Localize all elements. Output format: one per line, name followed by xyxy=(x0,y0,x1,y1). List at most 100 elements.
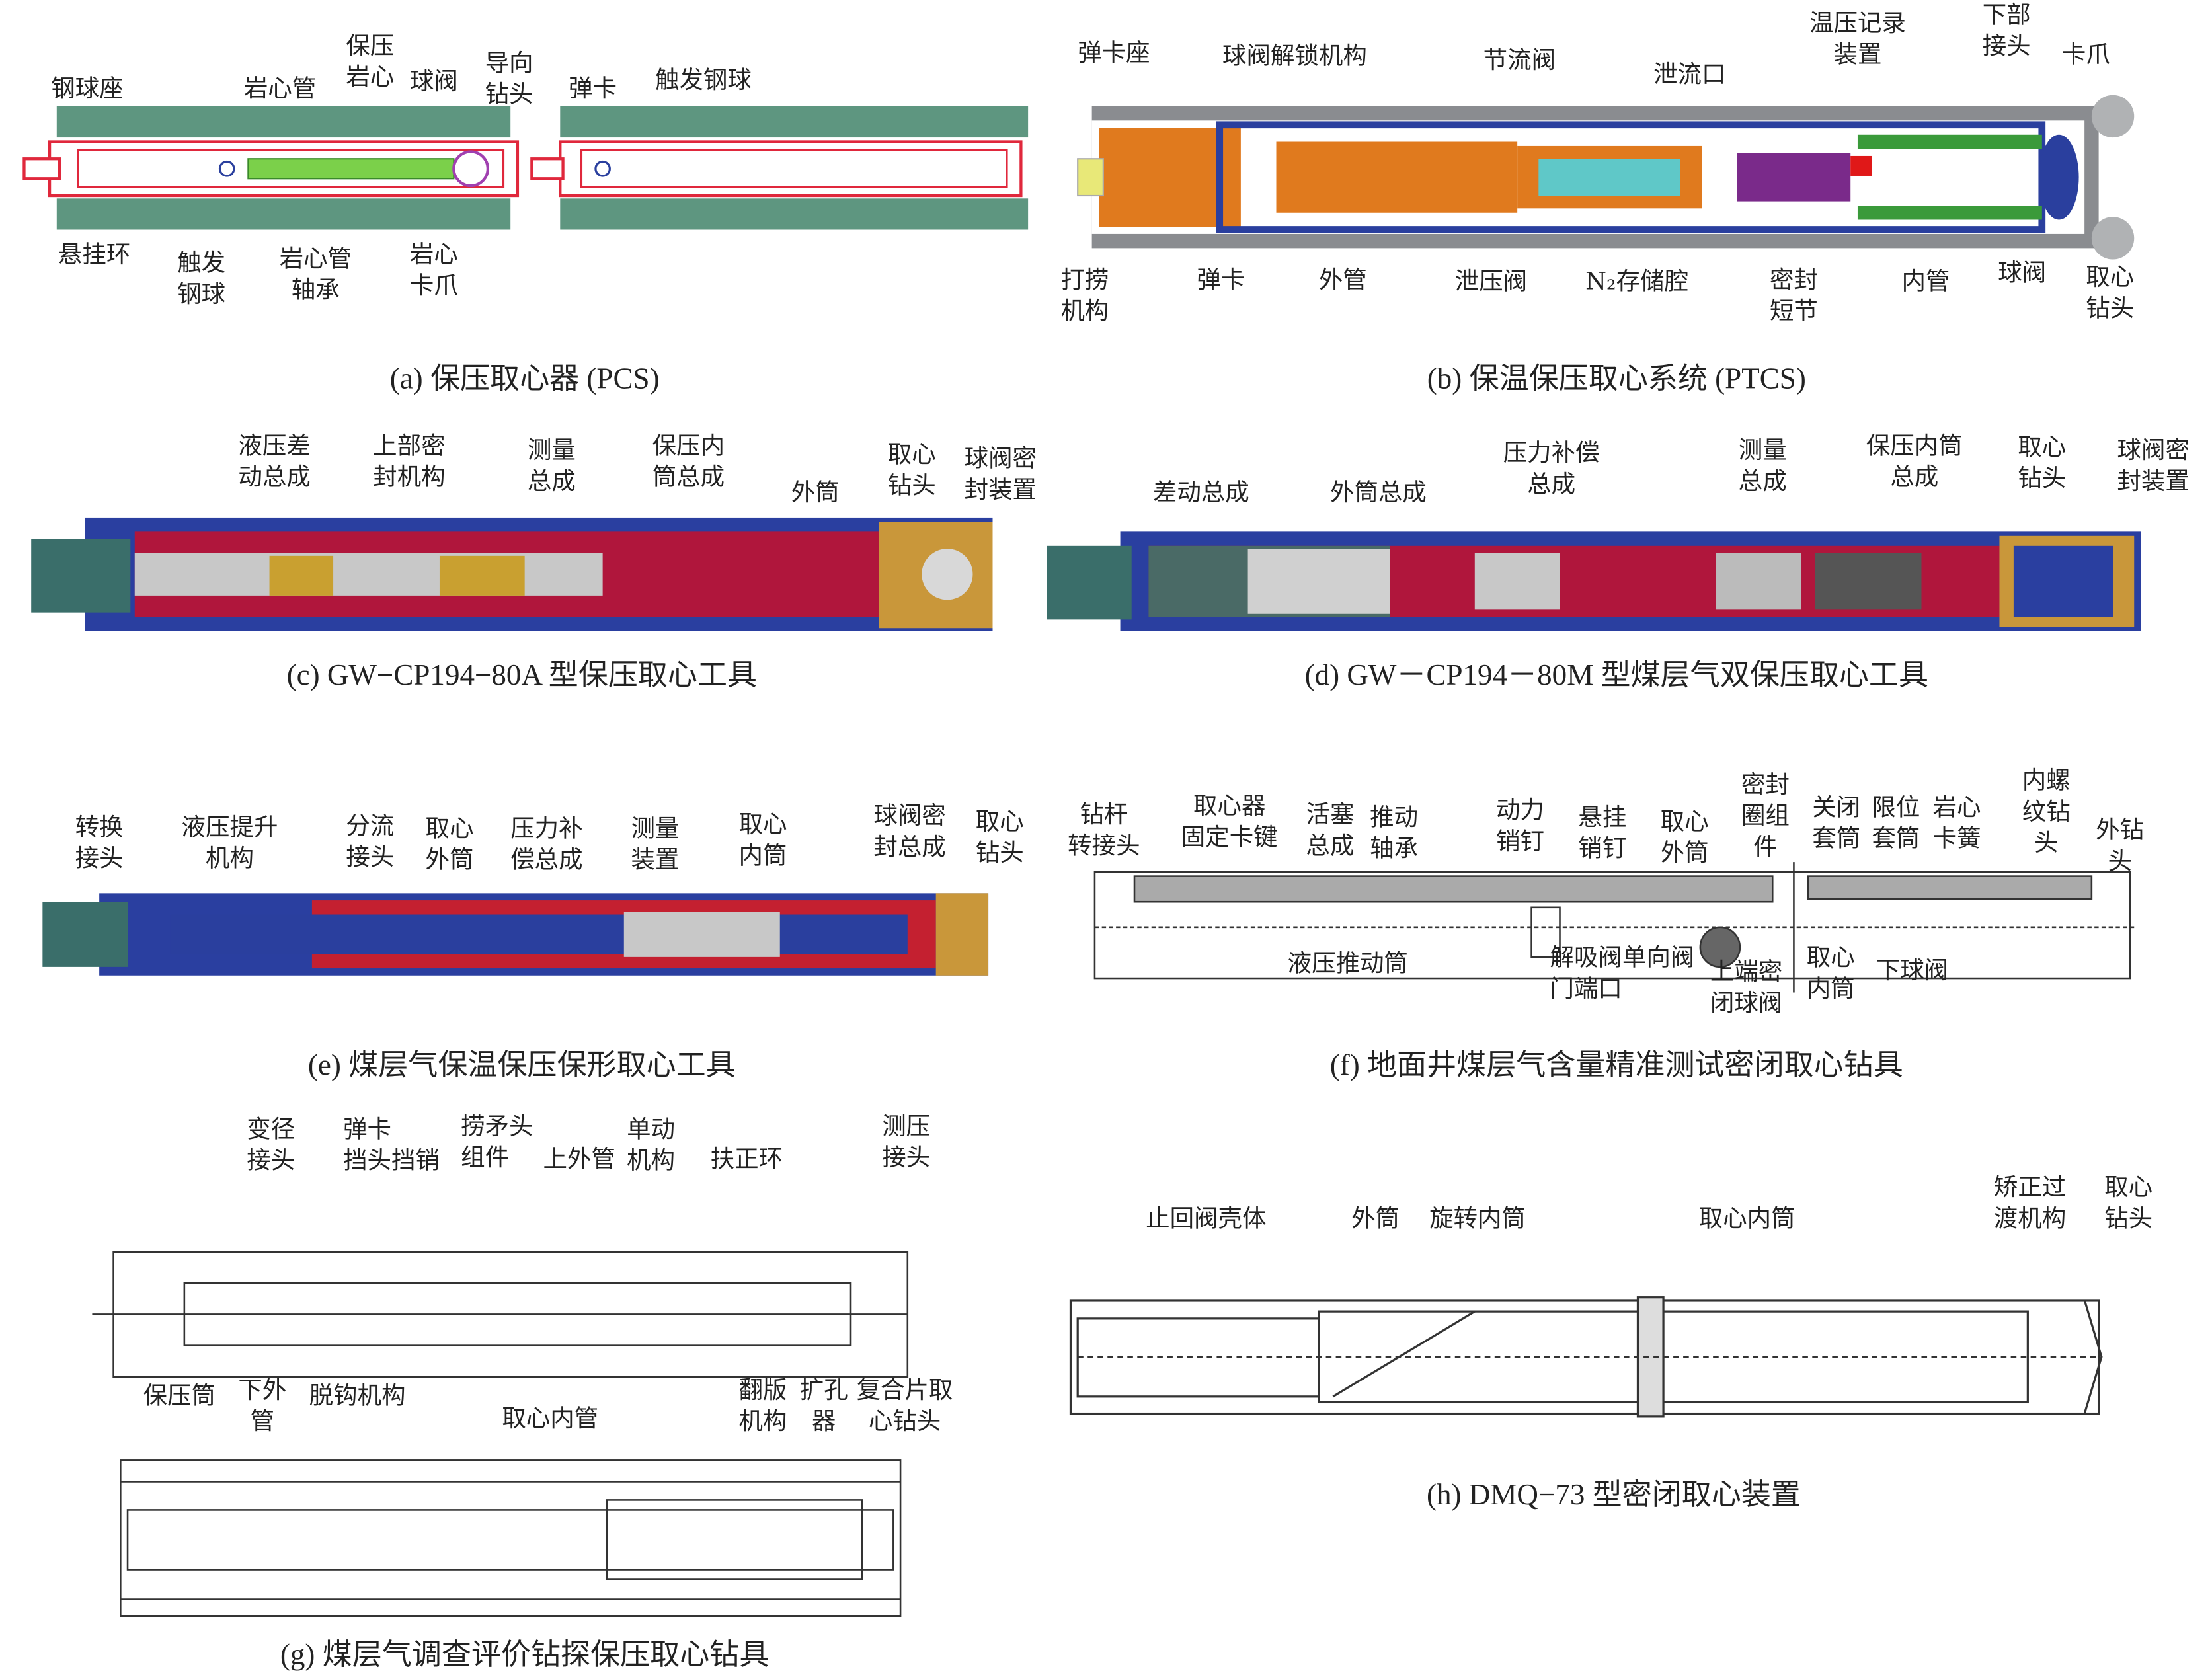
label: 取心内管 xyxy=(502,1405,599,1434)
label: 触发 钢球 xyxy=(177,249,226,309)
label: 弹卡 xyxy=(1197,266,1245,295)
label: 关闭 套筒 xyxy=(1812,794,1861,854)
caption-d: (d) GW－CP194－80M 型煤层气双保压取心工具 xyxy=(1304,658,1929,692)
panel-c-drawing xyxy=(31,517,993,631)
panel-b-drawing xyxy=(1077,95,2135,260)
label: 温压记录 装置 xyxy=(1809,10,1906,70)
label: 解吸阀单向阀 门端口 xyxy=(1550,944,1695,1004)
panel-a-drawing xyxy=(22,106,1029,230)
label: 球阀密 封装置 xyxy=(964,445,1037,505)
label: 变径 接头 xyxy=(247,1116,296,1176)
label: 取心 钻头 xyxy=(975,808,1024,868)
label: 扶正环 xyxy=(710,1146,783,1175)
label: 液压提升 机构 xyxy=(181,814,278,874)
label: 单动 机构 xyxy=(627,1116,676,1176)
caption-a: (a) 保压取心器 (PCS) xyxy=(389,361,660,396)
label: 测压 接头 xyxy=(882,1112,931,1173)
label: 保压筒 xyxy=(143,1382,216,1411)
label: 取心 钻头 xyxy=(887,441,936,501)
label: 转换 接头 xyxy=(75,814,124,874)
label: 取心 外筒 xyxy=(1660,808,1709,868)
label: 泄流口 xyxy=(1653,61,1726,90)
label: 泄压阀 xyxy=(1454,268,1528,297)
label: 矫正过 渡机构 xyxy=(1993,1174,2067,1234)
panel-e-drawing xyxy=(42,893,989,976)
caption-g: (g) 煤层气调查评价钻探保压取心钻具 xyxy=(280,1637,770,1672)
label: 悬挂环 xyxy=(58,241,131,270)
label: 压力补偿 总成 xyxy=(1503,439,1600,500)
caption-b: (b) 保温保压取心系统 (PTCS) xyxy=(1427,361,1806,396)
label: 限位 套筒 xyxy=(1872,794,1920,854)
label: 岩心 卡簧 xyxy=(1932,794,1981,854)
label: 导向 钻头 xyxy=(485,50,533,110)
panel-h-drawing xyxy=(1069,1296,2103,1418)
label: 岩心管 xyxy=(243,75,317,104)
label: 差动总成 xyxy=(1152,479,1249,508)
label: 下部 接头 xyxy=(1982,1,2031,61)
label: 液压差 动总成 xyxy=(238,432,311,492)
label: 弹卡 xyxy=(569,75,617,104)
label: 活塞 总成 xyxy=(1306,800,1355,861)
label: 测量 总成 xyxy=(527,436,576,496)
label: 保压内筒 总成 xyxy=(1866,432,1963,492)
label: 打捞 机构 xyxy=(1060,266,1109,327)
label: 测量 总成 xyxy=(1738,436,1787,496)
label: 密封 圈组 件 xyxy=(1741,771,1790,863)
label: 液压推动筒 xyxy=(1287,950,1408,979)
label: 捞矛头 组件 xyxy=(461,1112,533,1173)
label: 球阀密 封总成 xyxy=(873,802,946,863)
label: 外管 xyxy=(1318,266,1367,295)
label: 触发钢球 xyxy=(654,66,752,95)
label: N₂存储腔 xyxy=(1585,268,1689,297)
label: 旋转内筒 xyxy=(1429,1205,1526,1234)
label: 下球阀 xyxy=(1876,956,1949,986)
panel-d-drawing xyxy=(1047,531,2141,631)
label: 取心 钻头 xyxy=(2086,263,2135,324)
label: 弹卡 挡头挡销 xyxy=(343,1116,440,1176)
label: 止回阀壳体 xyxy=(1146,1205,1267,1234)
label: 翻版 机构 xyxy=(738,1376,787,1436)
label: 保压 岩心 xyxy=(346,32,395,93)
label: 球阀解锁机构 xyxy=(1222,42,1367,71)
label: 压力补 偿总成 xyxy=(510,815,583,875)
label: 保压内 筒总成 xyxy=(652,432,725,492)
caption-f: (f) 地面井煤层气含量精准测试密闭取心钻具 xyxy=(1329,1048,1903,1082)
label: 内螺 纹钻 头 xyxy=(2022,767,2071,858)
label: 取心 外筒 xyxy=(425,815,474,875)
label: 悬挂 销钉 xyxy=(1578,804,1627,864)
caption-c: (c) GW−CP194−80A 型保压取心工具 xyxy=(286,658,758,692)
label: 密封 短节 xyxy=(1769,266,1818,327)
label: 外筒总成 xyxy=(1330,479,1427,508)
label: 卡爪 xyxy=(2061,41,2110,70)
label: 上外管 xyxy=(543,1146,615,1175)
label: 球阀 xyxy=(409,67,458,97)
label: 扩孔 器 xyxy=(799,1376,848,1436)
label: 内管 xyxy=(1901,268,1950,297)
label: 取心内筒 xyxy=(1698,1205,1796,1234)
label: 测量 装置 xyxy=(631,815,680,875)
label: 岩心 卡爪 xyxy=(409,241,458,301)
label: 外筒 xyxy=(791,479,840,508)
panel-g-drawing xyxy=(92,1251,909,1617)
label: 取心 内筒 xyxy=(738,810,787,871)
label: 球阀密 封装置 xyxy=(2117,436,2190,496)
label: 外筒 xyxy=(1351,1205,1400,1234)
panel-f-drawing xyxy=(1093,862,2135,993)
label: 动力 销钉 xyxy=(1495,797,1544,857)
label: 取心 内筒 xyxy=(1806,944,1855,1004)
label: 取心 钻头 xyxy=(2018,434,2067,494)
label: 钢球座 xyxy=(51,75,124,104)
label: 弹卡座 xyxy=(1078,40,1150,68)
label: 上部密 封机构 xyxy=(373,432,446,492)
label: 外钻 头 xyxy=(2096,816,2145,876)
caption-h: (h) DMQ−73 型密闭取心装置 xyxy=(1427,1477,1801,1512)
caption-e: (e) 煤层气保温保压保形取心工具 xyxy=(307,1048,736,1082)
label: 球阀 xyxy=(1998,259,2047,288)
label: 脱钩机构 xyxy=(309,1382,406,1411)
label: 取心器 固定卡键 xyxy=(1181,793,1278,853)
label: 分流 接头 xyxy=(346,812,395,873)
label: 推动 轴承 xyxy=(1370,804,1418,864)
label: 钻杆 转接头 xyxy=(1068,800,1140,861)
